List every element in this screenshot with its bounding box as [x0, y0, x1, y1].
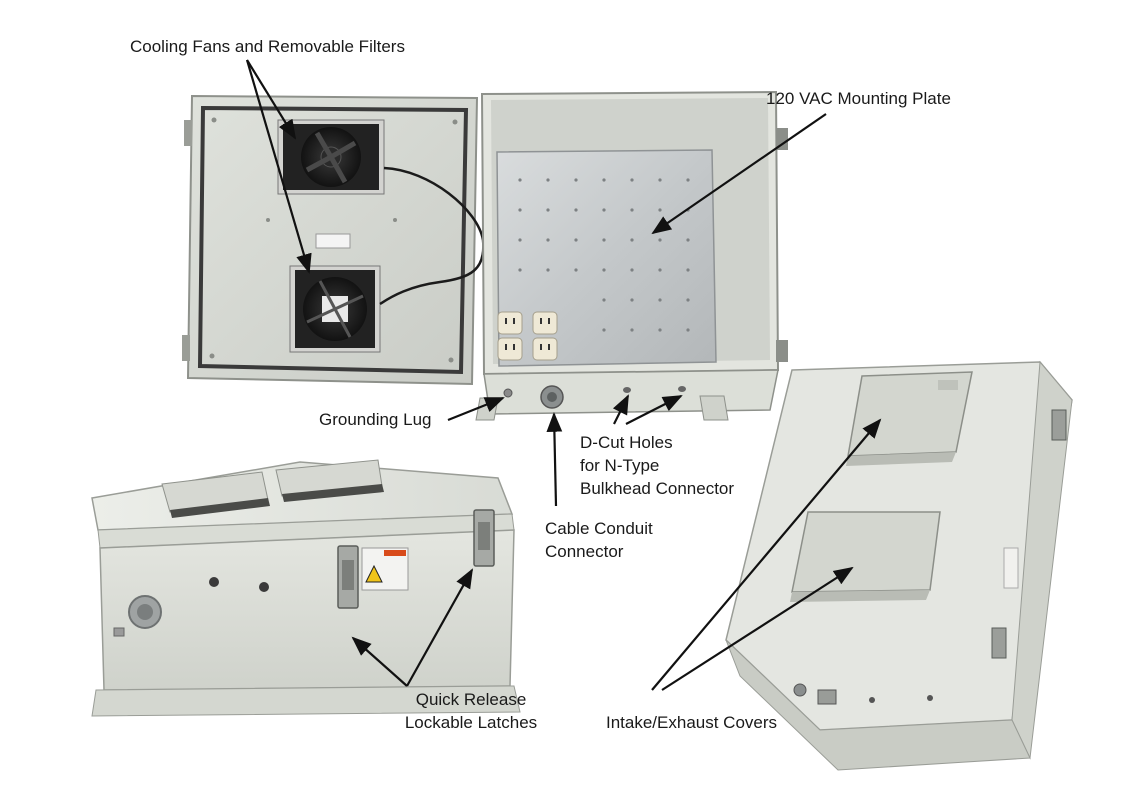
- arrow-exhaust-cover: [661, 566, 854, 691]
- exhaust-vent: [282, 484, 384, 502]
- label-dcut-line-3: Bulkhead Connector: [580, 479, 735, 498]
- enclosure-body: [475, 90, 788, 421]
- mounting-foot: [699, 395, 729, 421]
- grounding-lug: [503, 388, 513, 398]
- open-enclosure: [182, 90, 788, 421]
- latch-tab: [776, 340, 788, 362]
- arrow-cooling-fan-bottom: [245, 59, 312, 274]
- arrow-intake-cover: [651, 418, 882, 691]
- arrow-cable-conduit: [546, 412, 563, 507]
- mounting-plate: [496, 149, 717, 367]
- warning-label: [361, 547, 409, 591]
- arrow-d-cut-hole-1: [612, 394, 629, 425]
- closed-enclosure-front-view: [725, 360, 1073, 771]
- label-latches-line-1: Quick Release: [415, 690, 527, 709]
- latch-left: [337, 545, 359, 609]
- intake-vent: [170, 498, 270, 518]
- door-screws: [209, 117, 458, 363]
- arrow-mounting-plate: [651, 113, 827, 235]
- closed-enclosure-side-view: [91, 459, 521, 717]
- label-grounding-lug: Grounding Lug: [319, 410, 432, 429]
- d-cut-hole: [623, 387, 631, 393]
- door-hinge: [184, 120, 192, 146]
- intake-cover-top: [846, 371, 973, 466]
- ground-lug: [113, 627, 125, 637]
- enclosure-door: [182, 94, 485, 386]
- fan-wire: [379, 166, 485, 306]
- latch-right: [473, 509, 495, 567]
- arrow-grounding-lug: [447, 396, 505, 422]
- arrow-cooling-fan-top: [246, 59, 297, 140]
- label-cable-line-1: Cable Conduit: [545, 519, 653, 538]
- label-cable-line-2: Connector: [545, 542, 624, 561]
- callout-arrows: [245, 59, 882, 691]
- latch: [1051, 409, 1067, 441]
- exhaust-cover-lower: [790, 511, 941, 602]
- cooling-fan-bottom: [289, 265, 381, 353]
- label-intake-exhaust-covers: Intake/Exhaust Covers: [606, 713, 778, 732]
- arrow-latch-right: [406, 568, 473, 687]
- arrow-d-cut-hole-2: [625, 395, 683, 425]
- label-latches-line-2: Lockable Latches: [404, 713, 538, 732]
- d-cut-hole: [678, 386, 686, 392]
- d-cut-hole: [259, 582, 269, 592]
- door-sticker: [315, 233, 351, 249]
- label-dcut-line-1: D-Cut Holes: [580, 433, 673, 452]
- d-cut-hole: [209, 577, 219, 587]
- latch-tab: [776, 128, 788, 150]
- label-dcut-line-2: for N-Type: [580, 456, 660, 475]
- door-hinge: [182, 335, 190, 361]
- label-cooling-fans: Cooling Fans and Removable Filters: [130, 37, 405, 56]
- latch: [991, 627, 1007, 659]
- cooling-fan-top: [277, 119, 385, 195]
- bottom-latch: [817, 689, 837, 705]
- d-cut-hole: [927, 695, 933, 701]
- label-mounting-plate: 120 VAC Mounting Plate: [766, 89, 951, 108]
- arrow-latch-left: [351, 636, 408, 687]
- cover-label: [938, 380, 958, 390]
- enclosure-bottom-face: [483, 369, 779, 415]
- side-warning-label: [1003, 547, 1019, 589]
- d-cut-hole: [869, 697, 875, 703]
- power-outlets: [497, 311, 558, 361]
- mounting-plate-holes: [518, 178, 690, 332]
- bottom-connector: [793, 683, 807, 697]
